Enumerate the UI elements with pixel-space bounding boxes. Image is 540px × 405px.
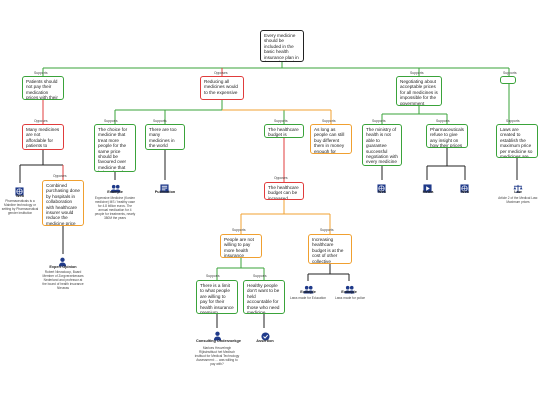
claim-limit-premium[interactable]: There is a limit to what people are will… (196, 280, 238, 314)
claim-ministry-not-able[interactable]: The ministry of health is not able to gu… (362, 124, 402, 166)
edge-label: Supports (503, 71, 517, 75)
claim-text: The healthcare budget is limited (268, 127, 299, 138)
claim-text: Combined purchasing done by hospitals in… (46, 183, 80, 226)
claim-text: The healthcare budget can be increased (268, 185, 299, 200)
source-caption: Article 2 of the Medical Law: Maximum pr… (498, 196, 538, 204)
claim-text: People are not willing to pay more healt… (224, 237, 254, 258)
root-claim[interactable]: Every medicine should be included in the… (260, 30, 304, 62)
claim-patients-lives[interactable]: Patients should not pay their medication… (22, 76, 64, 100)
source-title: Web (378, 190, 386, 194)
source-caption: Laws made for police (334, 296, 366, 300)
people-icon (110, 180, 121, 198)
claim-not-affordable[interactable]: Many medicines are not affordable for pa… (22, 124, 64, 150)
person-icon (58, 254, 67, 272)
claim-too-many-medicines[interactable]: There are too many medicines in the worl… (145, 124, 185, 150)
claim-text: Healthy people don't want to be held acc… (247, 283, 280, 314)
source-title: Assertion (256, 339, 274, 343)
globe-icon (377, 180, 386, 198)
root-claim-text: Every medicine should be included in the… (264, 33, 299, 61)
book-icon (160, 180, 169, 198)
source-title: Example (341, 290, 357, 294)
source-title: Example (107, 190, 123, 194)
source-title: Expert Opinion (49, 265, 77, 269)
claim-text: Increasing healthcare budget is at the c… (312, 237, 344, 264)
edge-label: Supports (34, 71, 48, 75)
claim-pharmaceuticals-refuse[interactable]: Pharmaceuticals refuse to give any insig… (426, 124, 468, 148)
globe-icon (460, 180, 469, 198)
source-title: Publication (154, 190, 176, 194)
edge-label: Supports (506, 119, 520, 123)
claim-text: Laws are created to establish the maximu… (500, 127, 533, 158)
source-title: Media (422, 190, 434, 194)
claim-negotiating-prices[interactable]: Negotiating about acceptable prices for … (396, 76, 442, 106)
claim-text: The choice for medicine that treat more … (98, 127, 129, 171)
edge-label: Supports (372, 119, 386, 123)
claim-empty[interactable] (500, 76, 516, 84)
edge-label: Opposes (53, 174, 67, 178)
claim-text: Pharmaceuticals refuse to give any insig… (430, 127, 464, 148)
claim-laws-created[interactable]: Laws are created to establish the maximu… (496, 124, 538, 158)
edge-label: Supports (104, 119, 118, 123)
check-icon (261, 328, 270, 346)
claim-as-long-as-people[interactable]: As long as people can still buy differen… (310, 124, 352, 154)
edge-label: Supports (322, 119, 336, 123)
edge-label: Opposes (214, 71, 228, 75)
claim-people-not-willing[interactable]: People are not willing to pay more healt… (220, 234, 262, 258)
claim-combined-purchasing[interactable]: Combined purchasing done by hospitals in… (42, 180, 84, 226)
people-icon (344, 281, 355, 299)
edge-label: Opposes (34, 119, 48, 123)
edge-label: Supports (253, 274, 267, 278)
claim-text: Negotiating about acceptable prices for … (400, 79, 438, 106)
edge-label: Supports (320, 228, 334, 232)
claim-text: There are too many medicines in the worl… (149, 127, 177, 149)
person-icon (213, 328, 222, 346)
claim-text: Reducing all medicines would to the expe… (204, 79, 238, 95)
source-title: Law (514, 190, 522, 194)
claim-text: Many medicines are not affordable for pa… (26, 127, 60, 149)
source-title: Consulting Onderzoekge (196, 339, 241, 343)
claim-text: Patients should not pay their medication… (26, 79, 58, 100)
source-caption: Robert Nieuwkoop, Board Member of Zorgve… (42, 270, 84, 290)
people-icon (303, 281, 314, 299)
edge-label: Supports (206, 274, 220, 278)
source-caption: Laws made for Education (290, 296, 326, 300)
claim-text: As long as people can still buy differen… (314, 127, 345, 154)
claim-treat-more-people[interactable]: The choice for medicine that treat more … (94, 124, 136, 172)
source-caption: Pharmaceuticals is a Mainline technology… (1, 199, 39, 215)
claim-budget-limited[interactable]: The healthcare budget is limited (264, 124, 304, 138)
edge-label: Supports (153, 119, 167, 123)
source-caption: Marloes Heuvelmgh Rijksinstituut het Med… (194, 346, 240, 366)
claim-text: The ministry of health is not able to gu… (366, 127, 398, 165)
claim-healthy-people[interactable]: Healthy people don't want to be held acc… (243, 280, 285, 314)
claim-text: There is a limit to what people are will… (200, 283, 234, 314)
media-icon (423, 180, 432, 198)
edge-label: Supports (410, 71, 424, 75)
source-title: Web (461, 190, 469, 194)
claim-increasing-budget-cost[interactable]: Increasing healthcare budget is at the c… (308, 234, 352, 264)
claim-budget-increased[interactable]: The healthcare budget can be increased (264, 182, 304, 200)
globe-icon (15, 183, 24, 201)
source-title: Web (16, 194, 24, 198)
law-icon (513, 180, 523, 198)
edge-label: Supports (232, 228, 246, 232)
claim-reducing-medicines[interactable]: Reducing all medicines would to the expe… (200, 76, 244, 100)
edge-label: Opposes (274, 176, 288, 180)
source-title: Example (300, 290, 316, 294)
edge-label: Supports (436, 119, 450, 123)
edge-label: Supports (274, 119, 288, 123)
source-caption: Expensive Medicine (Kosten medicine) MS … (94, 196, 136, 220)
